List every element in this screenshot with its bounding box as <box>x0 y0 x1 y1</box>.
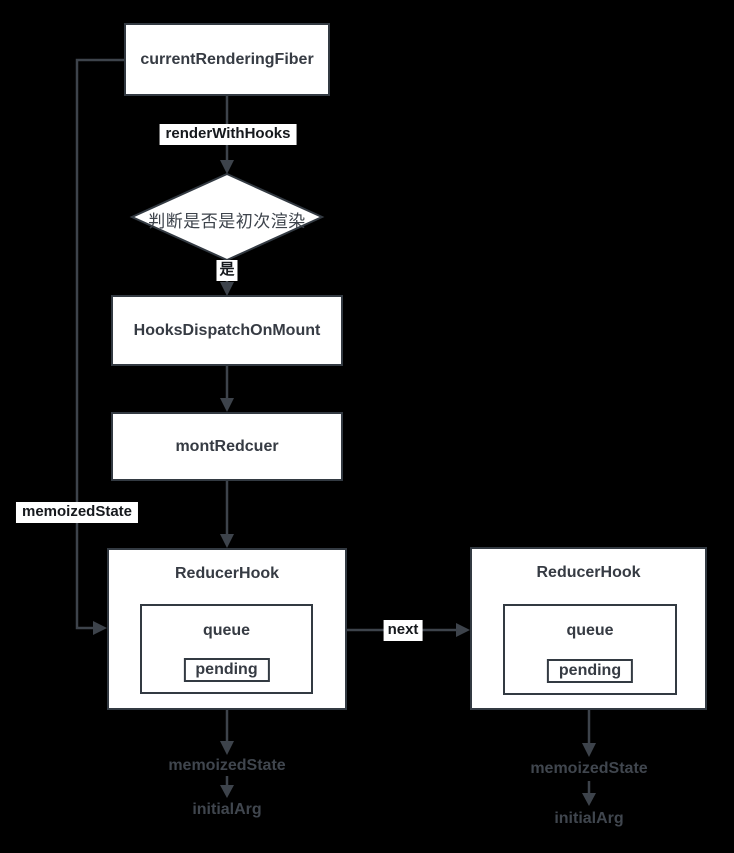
arrowhead-fiber-to-decision <box>220 160 234 174</box>
arrowhead-montredcuer-to-hook1 <box>220 534 234 548</box>
arrowhead-memoizedstate-feedback <box>93 621 107 635</box>
node-current-rendering-fiber-label: currentRenderingFiber <box>140 50 314 68</box>
edge-memoizedstate-feedback <box>75 58 124 630</box>
arrowhead-dispatch-to-montredcuer <box>220 398 234 412</box>
edge-label-memoized-state-feedback: memoizedState <box>15 502 139 523</box>
node-reducer-hook-2-queue-label: queue <box>566 622 614 639</box>
output-hook1-memoized-state: memoizedState <box>168 757 286 774</box>
node-reducer-hook-2-pending: pending <box>546 659 634 683</box>
node-reducer-hook-1-queue: queue pending <box>140 604 313 694</box>
node-hooks-dispatch-on-mount: HooksDispatchOnMount <box>111 295 343 366</box>
node-reducer-hook-2-queue: queue pending <box>503 604 677 695</box>
node-reducer-hook-1-pending: pending <box>183 658 270 682</box>
node-reducer-hook-2: ReducerHook queue pending <box>470 547 707 710</box>
edge-label-next: next <box>383 620 423 641</box>
output-hook2-initial-arg: initialArg <box>554 810 624 827</box>
node-hooks-dispatch-on-mount-label: HooksDispatchOnMount <box>133 321 321 339</box>
edge-label-yes: 是 <box>216 260 238 281</box>
arrowhead-hook2-memoizedstate-to-initialarg <box>582 793 596 806</box>
node-decision-label: 判断是否是初次渲染 <box>148 212 306 231</box>
arrowhead-hook2-to-memoizedstate <box>582 743 596 757</box>
node-reducer-hook-1-queue-label: queue <box>202 622 251 639</box>
node-reducer-hook-1: ReducerHook queue pending <box>107 548 347 710</box>
node-mont-redcuer-label: montRedcuer <box>175 437 279 455</box>
arrowhead-decision-to-dispatch <box>220 282 234 296</box>
output-hook2-memoized-state: memoizedState <box>530 760 648 777</box>
arrowhead-hook1-to-memoizedstate <box>220 741 234 755</box>
node-reducer-hook-1-title: ReducerHook <box>174 565 280 582</box>
node-current-rendering-fiber: currentRenderingFiber <box>124 23 330 96</box>
node-reducer-hook-2-title: ReducerHook <box>536 564 641 581</box>
output-hook1-initial-arg: initialArg <box>192 801 262 818</box>
arrowhead-next <box>456 623 470 637</box>
node-mont-redcuer: montRedcuer <box>111 412 343 481</box>
arrowhead-hook1-memoizedstate-to-initialarg <box>220 785 234 798</box>
edge-label-render-with-hooks: renderWithHooks <box>159 124 297 145</box>
